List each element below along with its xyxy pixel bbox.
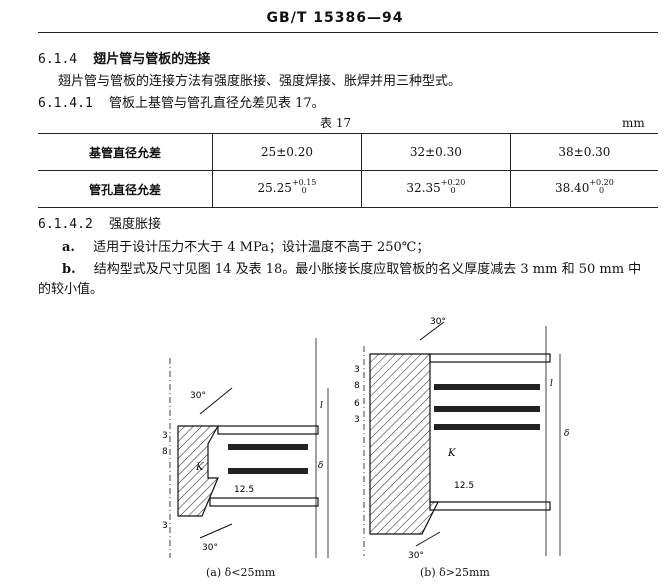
k-label: K xyxy=(195,462,204,473)
table-17: 基管直径允差 25±0.20 32±0.30 38±0.30 管孔直径允差 25… xyxy=(38,133,658,208)
groove-2 xyxy=(434,406,540,412)
cell-value: 25±0.20 xyxy=(260,145,313,159)
list-item-continuation: 的较小值。 xyxy=(38,282,104,297)
lower-tolerance: 0 xyxy=(599,186,605,195)
cell-value: 25.25 xyxy=(257,181,292,195)
cell-value: 32±0.30 xyxy=(409,145,462,159)
upper-tolerance: +0.15 xyxy=(291,178,317,187)
tube-wall-bottom xyxy=(209,497,319,507)
tubesheet-section xyxy=(369,353,439,535)
figure-b-caption: (b) δ>25mm xyxy=(420,566,490,579)
section-number: 6.1.4 xyxy=(38,52,78,67)
item-text: 结构型式及尺寸见图 14 及表 18。最小胀接长度应取管板的名义厚度减去 3 m… xyxy=(93,262,642,277)
header-rule xyxy=(38,32,658,33)
bevel-line xyxy=(419,321,445,341)
section-number: 6.1.4.1 xyxy=(38,96,93,111)
lower-tolerance: 0 xyxy=(450,186,456,195)
lower-tolerance: 0 xyxy=(301,186,307,195)
figure-a-caption: (a) δ<25mm xyxy=(206,566,276,579)
table-cell: 38±0.30 xyxy=(509,133,658,171)
angle-bottom-label: 30° xyxy=(408,551,424,561)
item-text: 适用于设计压力不大于 4 MPa；设计温度不高于 250℃； xyxy=(93,240,430,255)
groove-label: 12.5 xyxy=(454,481,474,491)
groove-label: 12.5 xyxy=(234,485,254,495)
table-unit: mm xyxy=(622,116,645,130)
thickness-label: δ xyxy=(564,429,569,439)
item-marker: a. xyxy=(62,240,75,255)
dimension-label: 8 xyxy=(162,447,168,457)
list-item: b. 结构型式及尺寸见图 14 及表 18。最小胀接长度应取管板的名义厚度减去 … xyxy=(62,258,641,277)
section-title: 翅片管与管板的连接 xyxy=(93,52,211,67)
figure-b-drawing: 30° 30° 3 8 6 3 K 12.5 l δ xyxy=(354,317,569,561)
cell-value: 38±0.30 xyxy=(558,145,611,159)
table-row: 基管直径允差 25±0.20 32±0.30 38±0.30 xyxy=(38,133,658,171)
k-label: K xyxy=(447,448,456,459)
angle-top-label: 30° xyxy=(430,317,446,327)
cell-value: 38.40 xyxy=(554,181,590,195)
upper-tolerance: +0.20 xyxy=(440,178,466,187)
table-title: 表 17 xyxy=(320,116,352,130)
cell-value: 32.35 xyxy=(406,181,441,195)
groove-3 xyxy=(434,424,540,430)
item-marker: b. xyxy=(62,262,76,277)
angle-bottom-label: 30° xyxy=(202,543,218,553)
bevel-line xyxy=(199,387,233,415)
section-6-1-4-heading: 6.1.4 翅片管与管板的连接 xyxy=(38,48,210,67)
tube-wall-top xyxy=(217,425,319,435)
length-label: l xyxy=(320,401,323,411)
dimension-label: 6 xyxy=(354,399,360,409)
groove-1 xyxy=(434,384,540,390)
section-6-1-4-1-heading: 6.1.4.1 管板上基管与管孔直径允差见表 17。 xyxy=(38,92,325,111)
tube-wall-bottom xyxy=(429,501,551,511)
dimension-label: 8 xyxy=(354,381,360,391)
row-label: 基管直径允差 xyxy=(38,133,213,171)
table-cell: 25±0.20 xyxy=(212,133,362,171)
thickness-label: δ xyxy=(318,461,323,471)
tube-wall-top xyxy=(429,353,551,363)
list-item: a. 适用于设计压力不大于 4 MPa；设计温度不高于 250℃； xyxy=(62,236,429,255)
section-title: 强度胀接 xyxy=(108,217,161,232)
bevel-line xyxy=(199,523,233,539)
dimension-label: 3 xyxy=(162,431,168,441)
tubesheet-section xyxy=(177,425,220,517)
section-title: 管板上基管与管孔直径允差见表 17。 xyxy=(108,96,325,111)
figure-a-drawing: 30° 30° 3 8 3 K 12.5 l δ xyxy=(162,338,329,558)
row-label: 管孔直径允差 xyxy=(38,170,213,208)
groove-1 xyxy=(228,444,308,450)
dimension-label: 3 xyxy=(162,521,168,531)
table-cell: 32±0.30 xyxy=(360,133,511,171)
dimension-label: 3 xyxy=(354,365,360,375)
section-6-1-4-2-heading: 6.1.4.2 强度胀接 xyxy=(38,213,161,232)
standard-header: GB/T 15386—94 xyxy=(266,10,404,26)
angle-top-label: 30° xyxy=(190,391,206,401)
section-6-1-4-text: 翅片管与管板的连接方法有强度胀接、强度焊接、胀焊并用三种型式。 xyxy=(58,74,462,89)
dimension-label: 3 xyxy=(354,415,360,425)
bevel-line xyxy=(415,531,441,547)
length-label: l xyxy=(550,379,553,389)
groove-2 xyxy=(228,468,308,474)
section-number: 6.1.4.2 xyxy=(38,217,93,232)
upper-tolerance: +0.20 xyxy=(589,178,614,187)
